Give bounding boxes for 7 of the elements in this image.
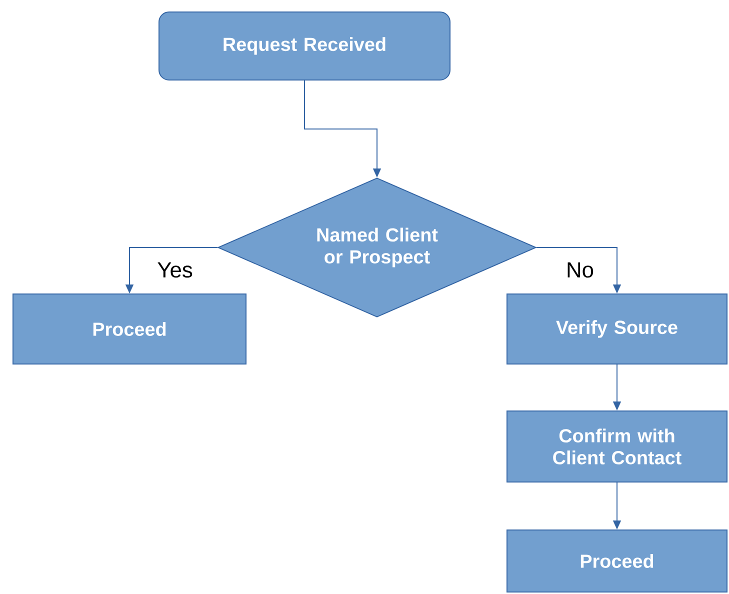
start-box: Request Received bbox=[158, 12, 450, 80]
process-box: Confirm with Client Contact bbox=[506, 410, 728, 482]
edge-label: Yes bbox=[156, 261, 194, 279]
process-box: Verify Source bbox=[506, 294, 728, 364]
process-box: Proceed bbox=[12, 294, 246, 364]
edge-label: No bbox=[565, 261, 596, 279]
process-box: Proceed bbox=[506, 530, 728, 592]
